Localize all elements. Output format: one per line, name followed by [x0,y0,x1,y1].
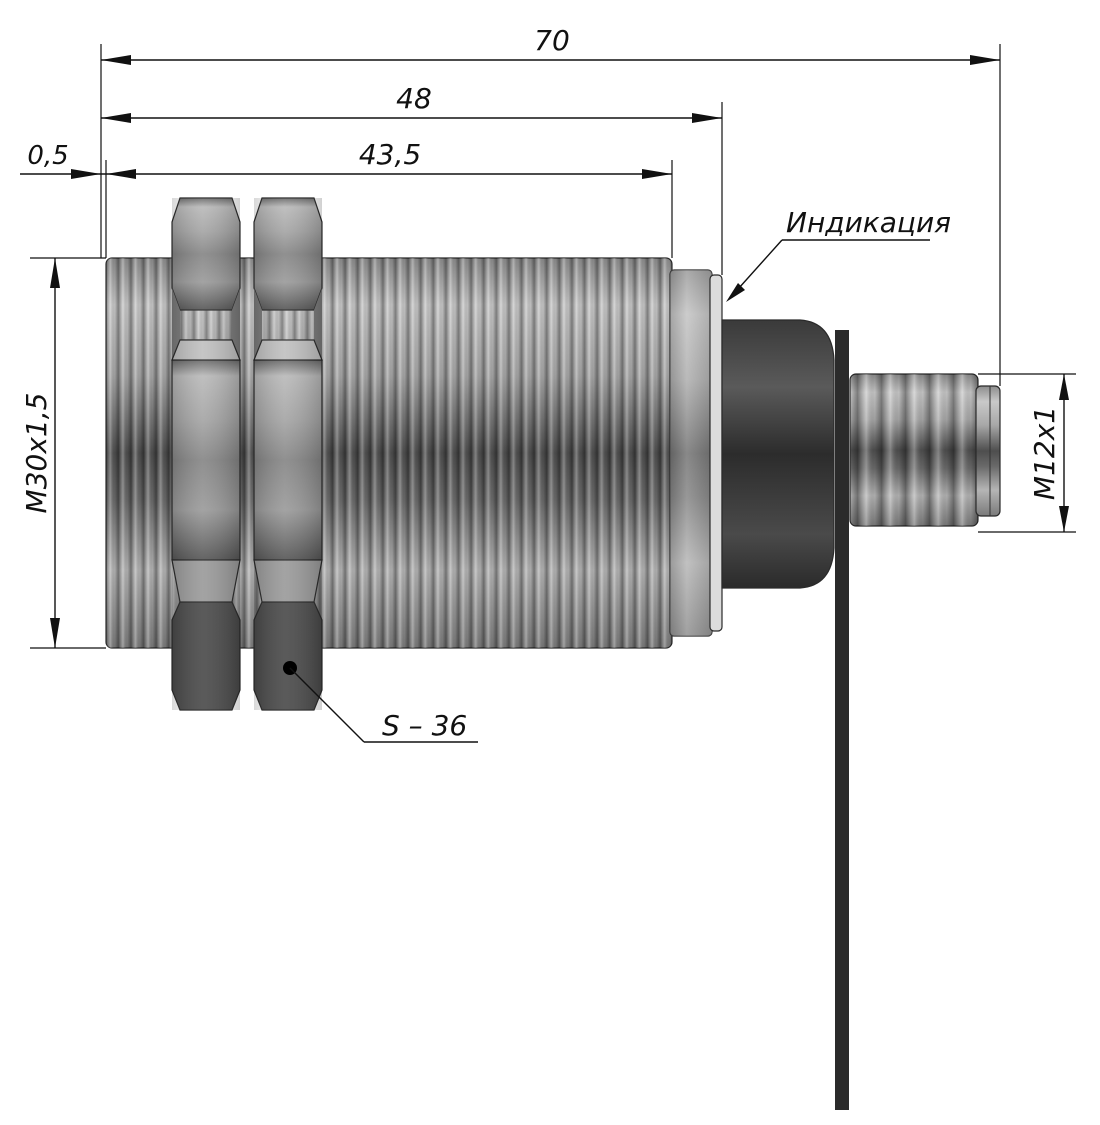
dimension-m12: M12x1 [1028,374,1069,532]
callout-wrench-label: S – 36 [382,709,467,742]
dimension-48: 48 [101,82,722,123]
dimension-70: 70 [101,24,1000,65]
connector-end [975,385,1001,517]
nut-right [253,197,323,711]
dimension-43-5-label: 43,5 [359,138,421,171]
dimension-m30-label: M30x1,5 [20,393,53,514]
rear-cap [721,319,835,589]
callout-wrench: S – 36 [283,661,478,743]
dimension-m30: M30x1,5 [20,258,60,648]
extension-lines [30,44,1076,649]
sensor-body [105,257,1001,1110]
dimension-0-5-label: 0,5 [27,141,68,171]
indicator-ring [709,274,723,632]
dimension-m12-label: M12x1 [1028,406,1061,500]
main-thread-ridges [106,258,672,648]
nut-left [171,197,241,711]
mounting-plate [835,330,849,1110]
dimension-48-label: 48 [396,82,432,115]
dimension-70-label: 70 [534,24,570,57]
dimension-43-5: 43,5 0,5 [20,138,672,179]
callout-indication: Индикация [726,206,951,302]
callout-indication-label: Индикация [786,206,951,239]
